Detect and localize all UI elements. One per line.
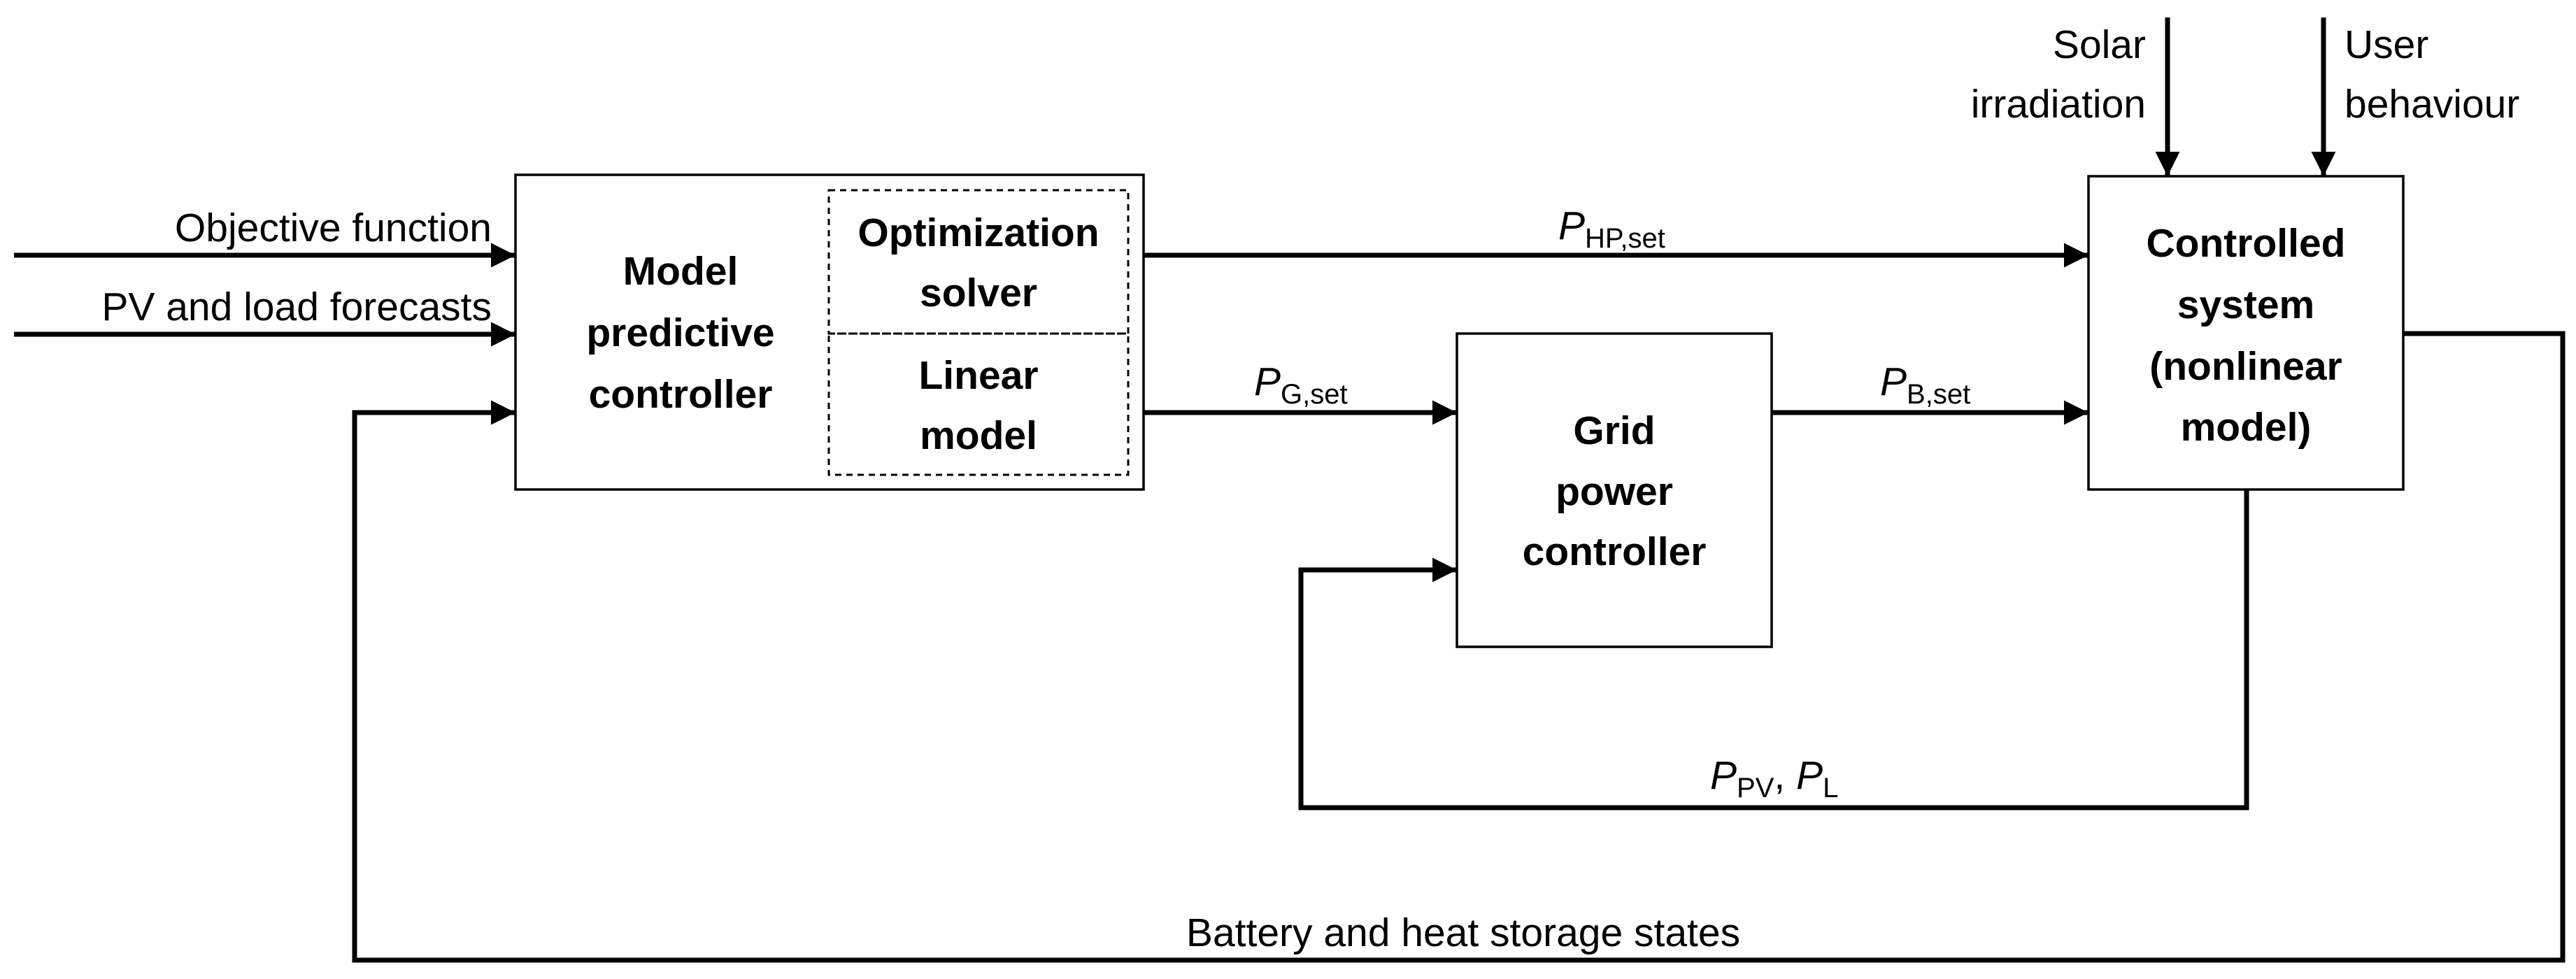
storage-states-feedback-arrow bbox=[352, 331, 2566, 963]
label-part: P bbox=[1254, 359, 1281, 404]
controlled-system-label-line2: system bbox=[2177, 283, 2314, 327]
p-hp-set-label: PHP,set bbox=[1558, 203, 1665, 254]
p-b-set-label: PB,set bbox=[1880, 359, 1970, 410]
objective-function-label: Objective function bbox=[175, 206, 492, 250]
linear-model-label-line1: Linear bbox=[918, 353, 1038, 398]
solar-label-line2: irradiation bbox=[1971, 82, 2146, 127]
grid-controller-label-line2: power bbox=[1556, 469, 1673, 514]
label-part: HP,set bbox=[1585, 223, 1665, 254]
linear-model-block: Linear model bbox=[827, 332, 1130, 476]
controlled-system-label-line3: (nonlinear bbox=[2149, 344, 2342, 389]
pv-load-feedback-arrow bbox=[1298, 490, 2249, 810]
mpc-label-line1: Model bbox=[623, 249, 739, 294]
mpc-label-line2: predictive bbox=[586, 310, 774, 355]
label-part: G,set bbox=[1281, 379, 1348, 410]
label-part: P bbox=[1558, 203, 1585, 248]
optimization-solver-block: Optimization solver bbox=[827, 189, 1130, 335]
linear-model-label-line2: model bbox=[920, 413, 1037, 458]
solver-label-line1: Optimization bbox=[858, 210, 1099, 255]
controlled-system-label-line1: Controlled bbox=[2147, 221, 2346, 266]
label-part: P bbox=[1880, 359, 1907, 404]
solver-label-line2: solver bbox=[920, 271, 1037, 315]
p-pv-p-l-label: PPV, PL bbox=[1710, 753, 1838, 803]
controlled-system-block: Controlled system (nonlinear model) bbox=[2087, 175, 2405, 491]
grid-controller-label-line3: controller bbox=[1523, 529, 1707, 574]
mpc-label-line3: controller bbox=[589, 372, 773, 417]
user-label-line2: behaviour bbox=[2344, 82, 2519, 127]
label-part: , bbox=[1774, 753, 1785, 798]
label-part: PV bbox=[1737, 773, 1774, 803]
storage-states-label: Battery and heat storage states bbox=[1186, 910, 1740, 955]
grid-power-controller-block: Grid power controller bbox=[1456, 332, 1773, 648]
label-part: P bbox=[1796, 753, 1823, 798]
label-part: P bbox=[1710, 753, 1737, 798]
p-g-set-label: PG,set bbox=[1254, 359, 1348, 410]
forecasts-label: PV and load forecasts bbox=[101, 285, 492, 329]
grid-controller-label-line1: Grid bbox=[1573, 408, 1655, 453]
solar-label-line1: Solar bbox=[2053, 22, 2146, 67]
user-label-line1: User bbox=[2344, 22, 2428, 67]
label-part: L bbox=[1823, 773, 1838, 803]
label-part: B,set bbox=[1907, 379, 1970, 410]
controlled-system-label-line4: model) bbox=[2181, 405, 2312, 450]
